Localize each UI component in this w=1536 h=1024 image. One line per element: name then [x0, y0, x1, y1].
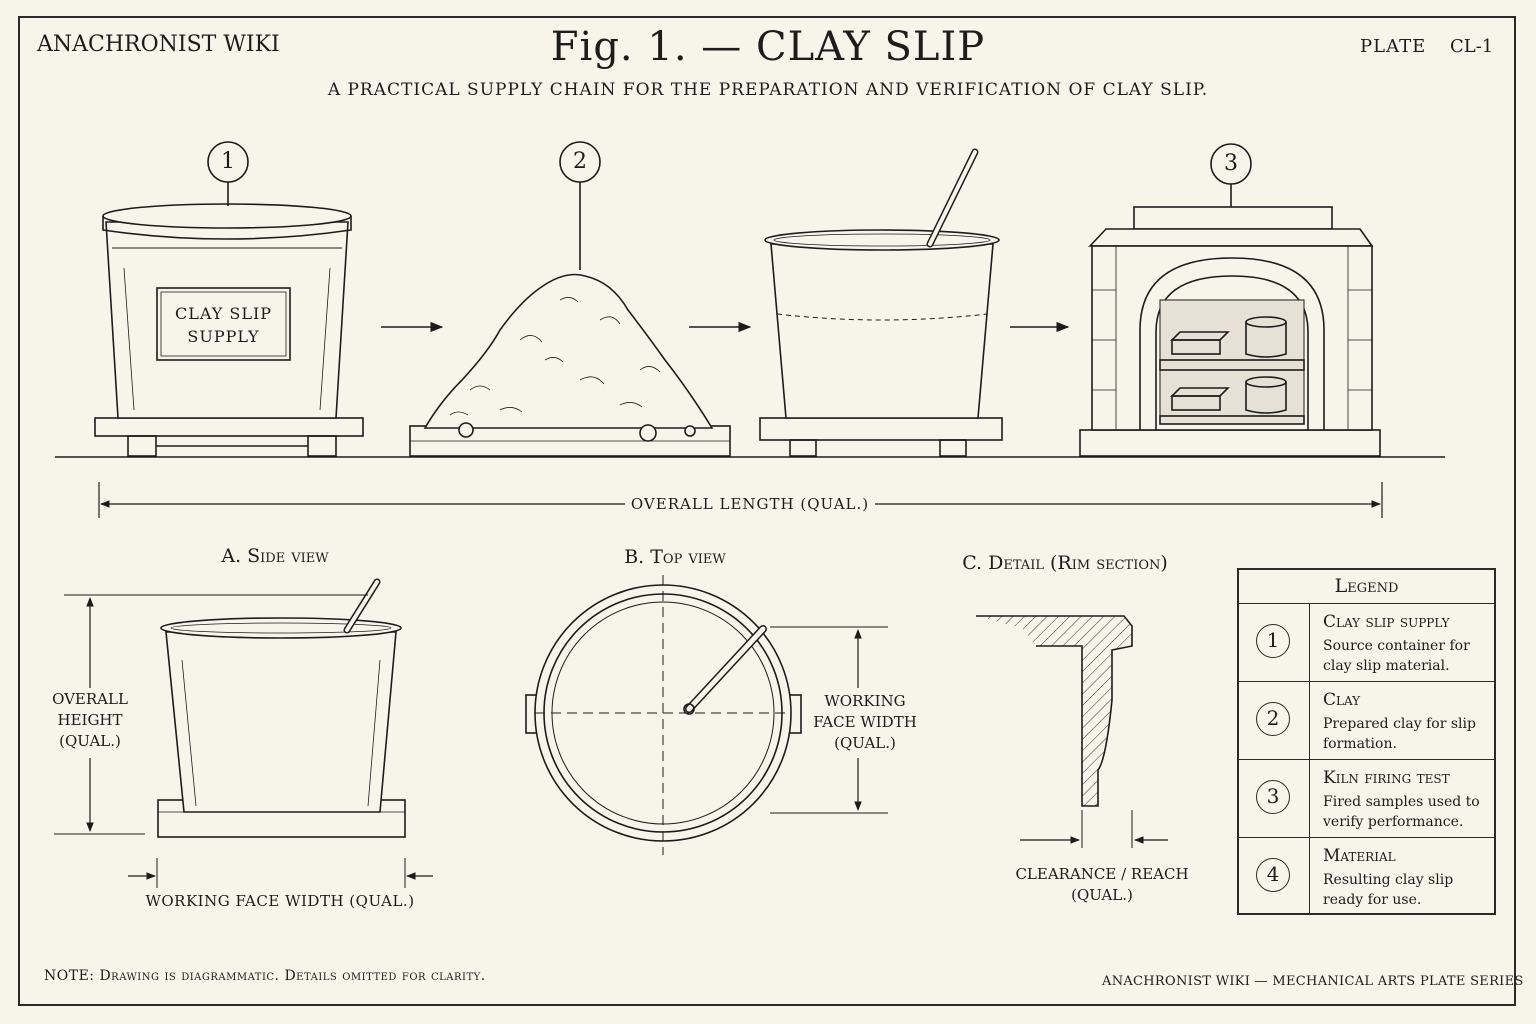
detail-view-title: C. Detail (Rim section) [962, 552, 1168, 574]
callout-3-label: 3 [1224, 151, 1238, 176]
legend-item-name: Clay [1323, 690, 1361, 710]
callout-2-label: 2 [573, 149, 587, 174]
legend-row: 1 Clay slip supply Source container for … [1239, 604, 1494, 682]
callout-1-label: 1 [221, 149, 235, 174]
page-title: Fig. 1. — CLAY SLIP [550, 24, 986, 70]
kiln-icon [1079, 206, 1381, 457]
container-label-line1: CLAY SLIP [174, 304, 273, 323]
plate-id: CL-1 [1450, 36, 1494, 57]
footer-series: ANACHRONIST WIKI — MECHANICAL ARTS PLATE… [1102, 974, 1524, 989]
footer-note: NOTE: Drawing is diagrammatic. Details o… [44, 968, 486, 984]
site-name: ANACHRONIST WIKI [37, 32, 280, 57]
overall-height-line2: HEIGHT [57, 711, 123, 729]
top-width-line1: WORKING [824, 692, 906, 710]
legend-row: 4 Material Resulting clay slip ready for… [1239, 838, 1494, 915]
container-label-line2: SUPPLY [187, 327, 260, 346]
clearance-line2: (QUAL.) [1071, 886, 1133, 904]
side-width-label: WORKING FACE WIDTH (QUAL.) [145, 892, 415, 910]
legend-table: Legend 1 Clay slip supply Source contain… [1237, 568, 1496, 915]
side-view-title: A. Side view [221, 545, 329, 567]
rim-section-icon [976, 615, 1133, 807]
legend-item-name: Material [1323, 846, 1396, 866]
legend-item-desc: Resulting clay slip ready for use. [1323, 872, 1454, 908]
legend-item-desc: Prepared clay for slip formation. [1323, 716, 1476, 752]
legend-title: Legend [1239, 570, 1494, 604]
legend-item-name: Clay slip supply [1323, 612, 1450, 632]
overall-height-line1: OVERALL [52, 690, 128, 708]
top-width-line3: (QUAL.) [834, 734, 896, 752]
supply-bucket-icon [94, 203, 364, 457]
top-view-title: B. Top view [624, 546, 726, 568]
plate-border [18, 16, 1516, 1006]
legend-row: 3 Kiln firing test Fired samples used to… [1239, 760, 1494, 838]
legend-number: 3 [1256, 780, 1290, 814]
clay-pile-icon [409, 273, 731, 457]
mixing-bucket-icon [759, 148, 1003, 457]
top-width-line2: FACE WIDTH [813, 713, 917, 731]
legend-number: 4 [1256, 858, 1290, 892]
overall-length-label: OVERALL LENGTH (QUAL.) [630, 495, 870, 513]
overall-height-line3: (QUAL.) [59, 732, 121, 750]
plate-label: PLATE [1360, 36, 1427, 57]
page-subtitle: A PRACTICAL SUPPLY CHAIN FOR THE PREPARA… [327, 80, 1209, 100]
top-view-bucket-icon [525, 575, 802, 855]
legend-number: 1 [1256, 624, 1290, 658]
legend-item-desc: Source container for clay slip material. [1323, 638, 1470, 674]
legend-item-desc: Fired samples used to verify performance… [1323, 794, 1480, 830]
legend-number: 2 [1256, 702, 1290, 736]
legend-item-name: Kiln firing test [1323, 768, 1450, 788]
legend-row: 2 Clay Prepared clay for slip formation. [1239, 682, 1494, 760]
side-view-bucket-icon [157, 578, 406, 838]
clearance-line1: CLEARANCE / REACH [1015, 865, 1189, 883]
